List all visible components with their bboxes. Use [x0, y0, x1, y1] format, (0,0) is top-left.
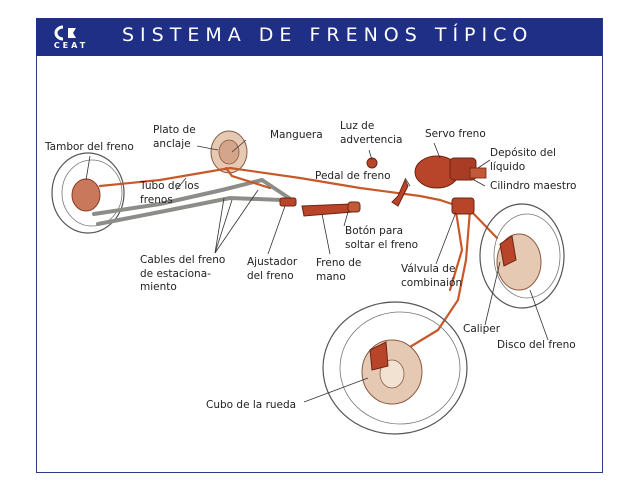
parking-brake-cables [92, 178, 294, 226]
label-caliper: Caliper [463, 323, 501, 335]
label-wheel-hub: Cubo de la rueda [206, 399, 297, 411]
front-right-wheel [479, 203, 565, 309]
label-hand-brake: Freno de mano [316, 257, 362, 283]
label-parking-cables: Cables del freno de estaciona- miento [140, 254, 226, 293]
ceat-logo-icon: CEAT [41, 23, 101, 52]
label-backing-plate: Plato de anclaje [153, 124, 196, 150]
leader-lines [85, 139, 549, 403]
label-brake-adjuster: Ajustador del freno [247, 256, 298, 282]
label-release-button: Botón para soltar el freno [345, 225, 419, 251]
label-brake-pipes: Tubo de los frenos [140, 180, 200, 206]
brake-pedal-icon [391, 178, 409, 207]
label-brake-pedal: Pedal de freno [315, 170, 391, 182]
label-drum-brake: Tambor del freno [45, 141, 134, 153]
title-bar [36, 18, 602, 56]
brake-adjuster-icon [279, 197, 297, 207]
hand-brake-lever [301, 201, 361, 217]
label-brake-booster: Servo freno [425, 128, 486, 140]
label-warning-light: Luz de advertencia [340, 120, 403, 146]
rear-right-drum [210, 130, 248, 174]
combination-valve [451, 197, 475, 215]
label-combination-valve: Válvula de combinaión [401, 263, 463, 289]
label-brake-disc: Disco del freno [497, 339, 576, 351]
label-fluid-reservoir: Depósito del líquido [490, 147, 556, 173]
logo-text: CEAT [54, 41, 88, 50]
brake-booster [414, 155, 487, 189]
warning-light-icon [366, 157, 378, 169]
label-master-cylinder: Cilindro maestro [490, 180, 577, 192]
front-left-wheel [322, 301, 468, 435]
rear-left-wheel [51, 152, 125, 234]
page-title: SISTEMA DE FRENOS TÍPICO [122, 24, 534, 46]
label-hose: Manguera [270, 129, 323, 141]
brake-lines [98, 166, 499, 352]
